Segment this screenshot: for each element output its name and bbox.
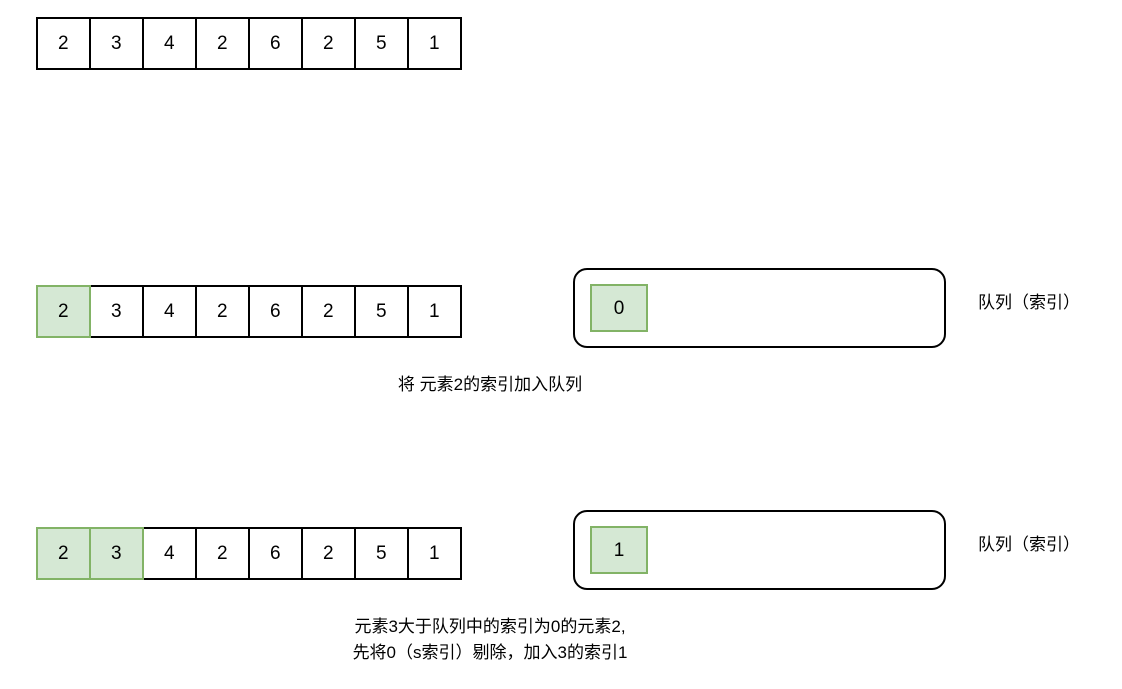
- caption-step-1: 将 元素2的索引加入队列: [397, 375, 583, 394]
- array-cell: 2: [195, 17, 250, 70]
- array-cell: 6: [248, 17, 303, 70]
- array-cell: 4: [142, 17, 197, 70]
- array-cell: 4: [142, 285, 197, 338]
- array-cell: 2: [301, 17, 356, 70]
- array-cell: 6: [248, 527, 303, 580]
- caption-step-2-line-1: 元素3大于队列中的索引为0的元素2,: [354, 617, 626, 636]
- queue-label-step-1: 队列（索引）: [978, 293, 1080, 312]
- array-cell: 3: [89, 527, 144, 580]
- array-cell: 6: [248, 285, 303, 338]
- array-cell: 3: [89, 17, 144, 70]
- array-cell: 1: [407, 527, 462, 580]
- array-cell: 4: [142, 527, 197, 580]
- array-cell: 5: [354, 527, 409, 580]
- array-cell: 2: [301, 285, 356, 338]
- array-cell: 2: [36, 17, 91, 70]
- queue-label-step-2: 队列（索引）: [978, 535, 1080, 554]
- array-cell: 1: [407, 17, 462, 70]
- array-cell: 5: [354, 17, 409, 70]
- queue-item: 1: [590, 526, 648, 574]
- array-cell: 2: [195, 527, 250, 580]
- queue-box-step-1: 0: [573, 268, 946, 348]
- queue-item: 0: [590, 284, 648, 332]
- queue-box-step-2: 1: [573, 510, 946, 590]
- array-cell: 2: [36, 527, 91, 580]
- array-cell: 5: [354, 285, 409, 338]
- array-cell: 2: [301, 527, 356, 580]
- array-cell: 1: [407, 285, 462, 338]
- array-cell: 3: [89, 285, 144, 338]
- array-cell: 2: [36, 285, 91, 338]
- caption-step-2-line-2: 先将0（s索引）剔除，加入3的索引1: [352, 643, 628, 662]
- array-cell: 2: [195, 285, 250, 338]
